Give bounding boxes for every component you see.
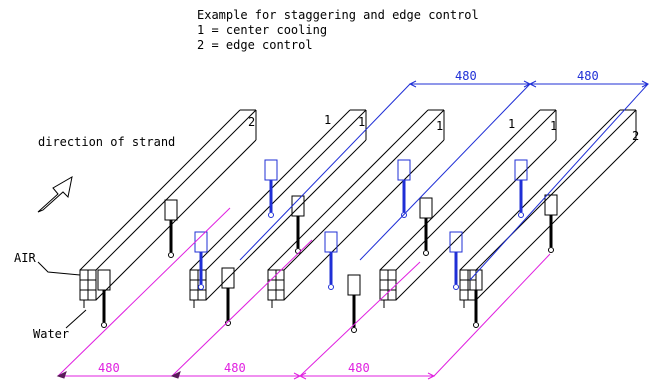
strand-beam [267,109,445,308]
bottom-dimension-lines [56,207,551,380]
top-dimension-1: 480 [455,69,477,83]
air-leader [37,261,81,276]
nozzle-icon [347,274,361,333]
top-dimension-lines [239,80,650,281]
beam-2-mark-b: 1 [358,115,365,129]
edge-control-icon [449,231,463,290]
beam-3-mark: 1 [436,119,443,133]
legend-edge-control: 2 = edge control [197,38,313,52]
strand-beam [189,109,367,308]
water-leader [65,309,87,329]
beam-2-mark-a: 1 [324,113,331,127]
diagram-title: Example for staggering and edge control [197,8,479,22]
edge-control-units [194,159,528,290]
nozzle-icon [419,197,433,256]
bottom-dimension-1: 480 [98,361,120,375]
nozzle-icon [97,269,111,328]
nozzle-icon [544,194,558,253]
bottom-dimension-3: 480 [348,361,370,375]
air-label: AIR [14,251,36,265]
edge-control-icon [264,159,278,218]
nozzle-icon [164,199,178,258]
bottom-dimension-2: 480 [224,361,246,375]
legend-center-cooling: 1 = center cooling [197,23,328,37]
center-cooling-units [97,194,558,333]
beam-5-mark: 2 [632,129,639,143]
direction-arrow-icon [37,176,73,213]
water-label: Water [33,327,69,341]
beam-4-mark-a: 1 [508,117,515,131]
edge-control-icon [514,159,528,218]
direction-label: direction of strand [38,135,175,149]
edge-control-icon [324,231,338,290]
edge-control-icon [397,159,411,218]
nozzle-icon [221,267,235,326]
top-dimension-2: 480 [577,69,599,83]
beam-1-mark: 2 [248,115,255,129]
beam-4-mark-b: 1 [550,119,557,133]
